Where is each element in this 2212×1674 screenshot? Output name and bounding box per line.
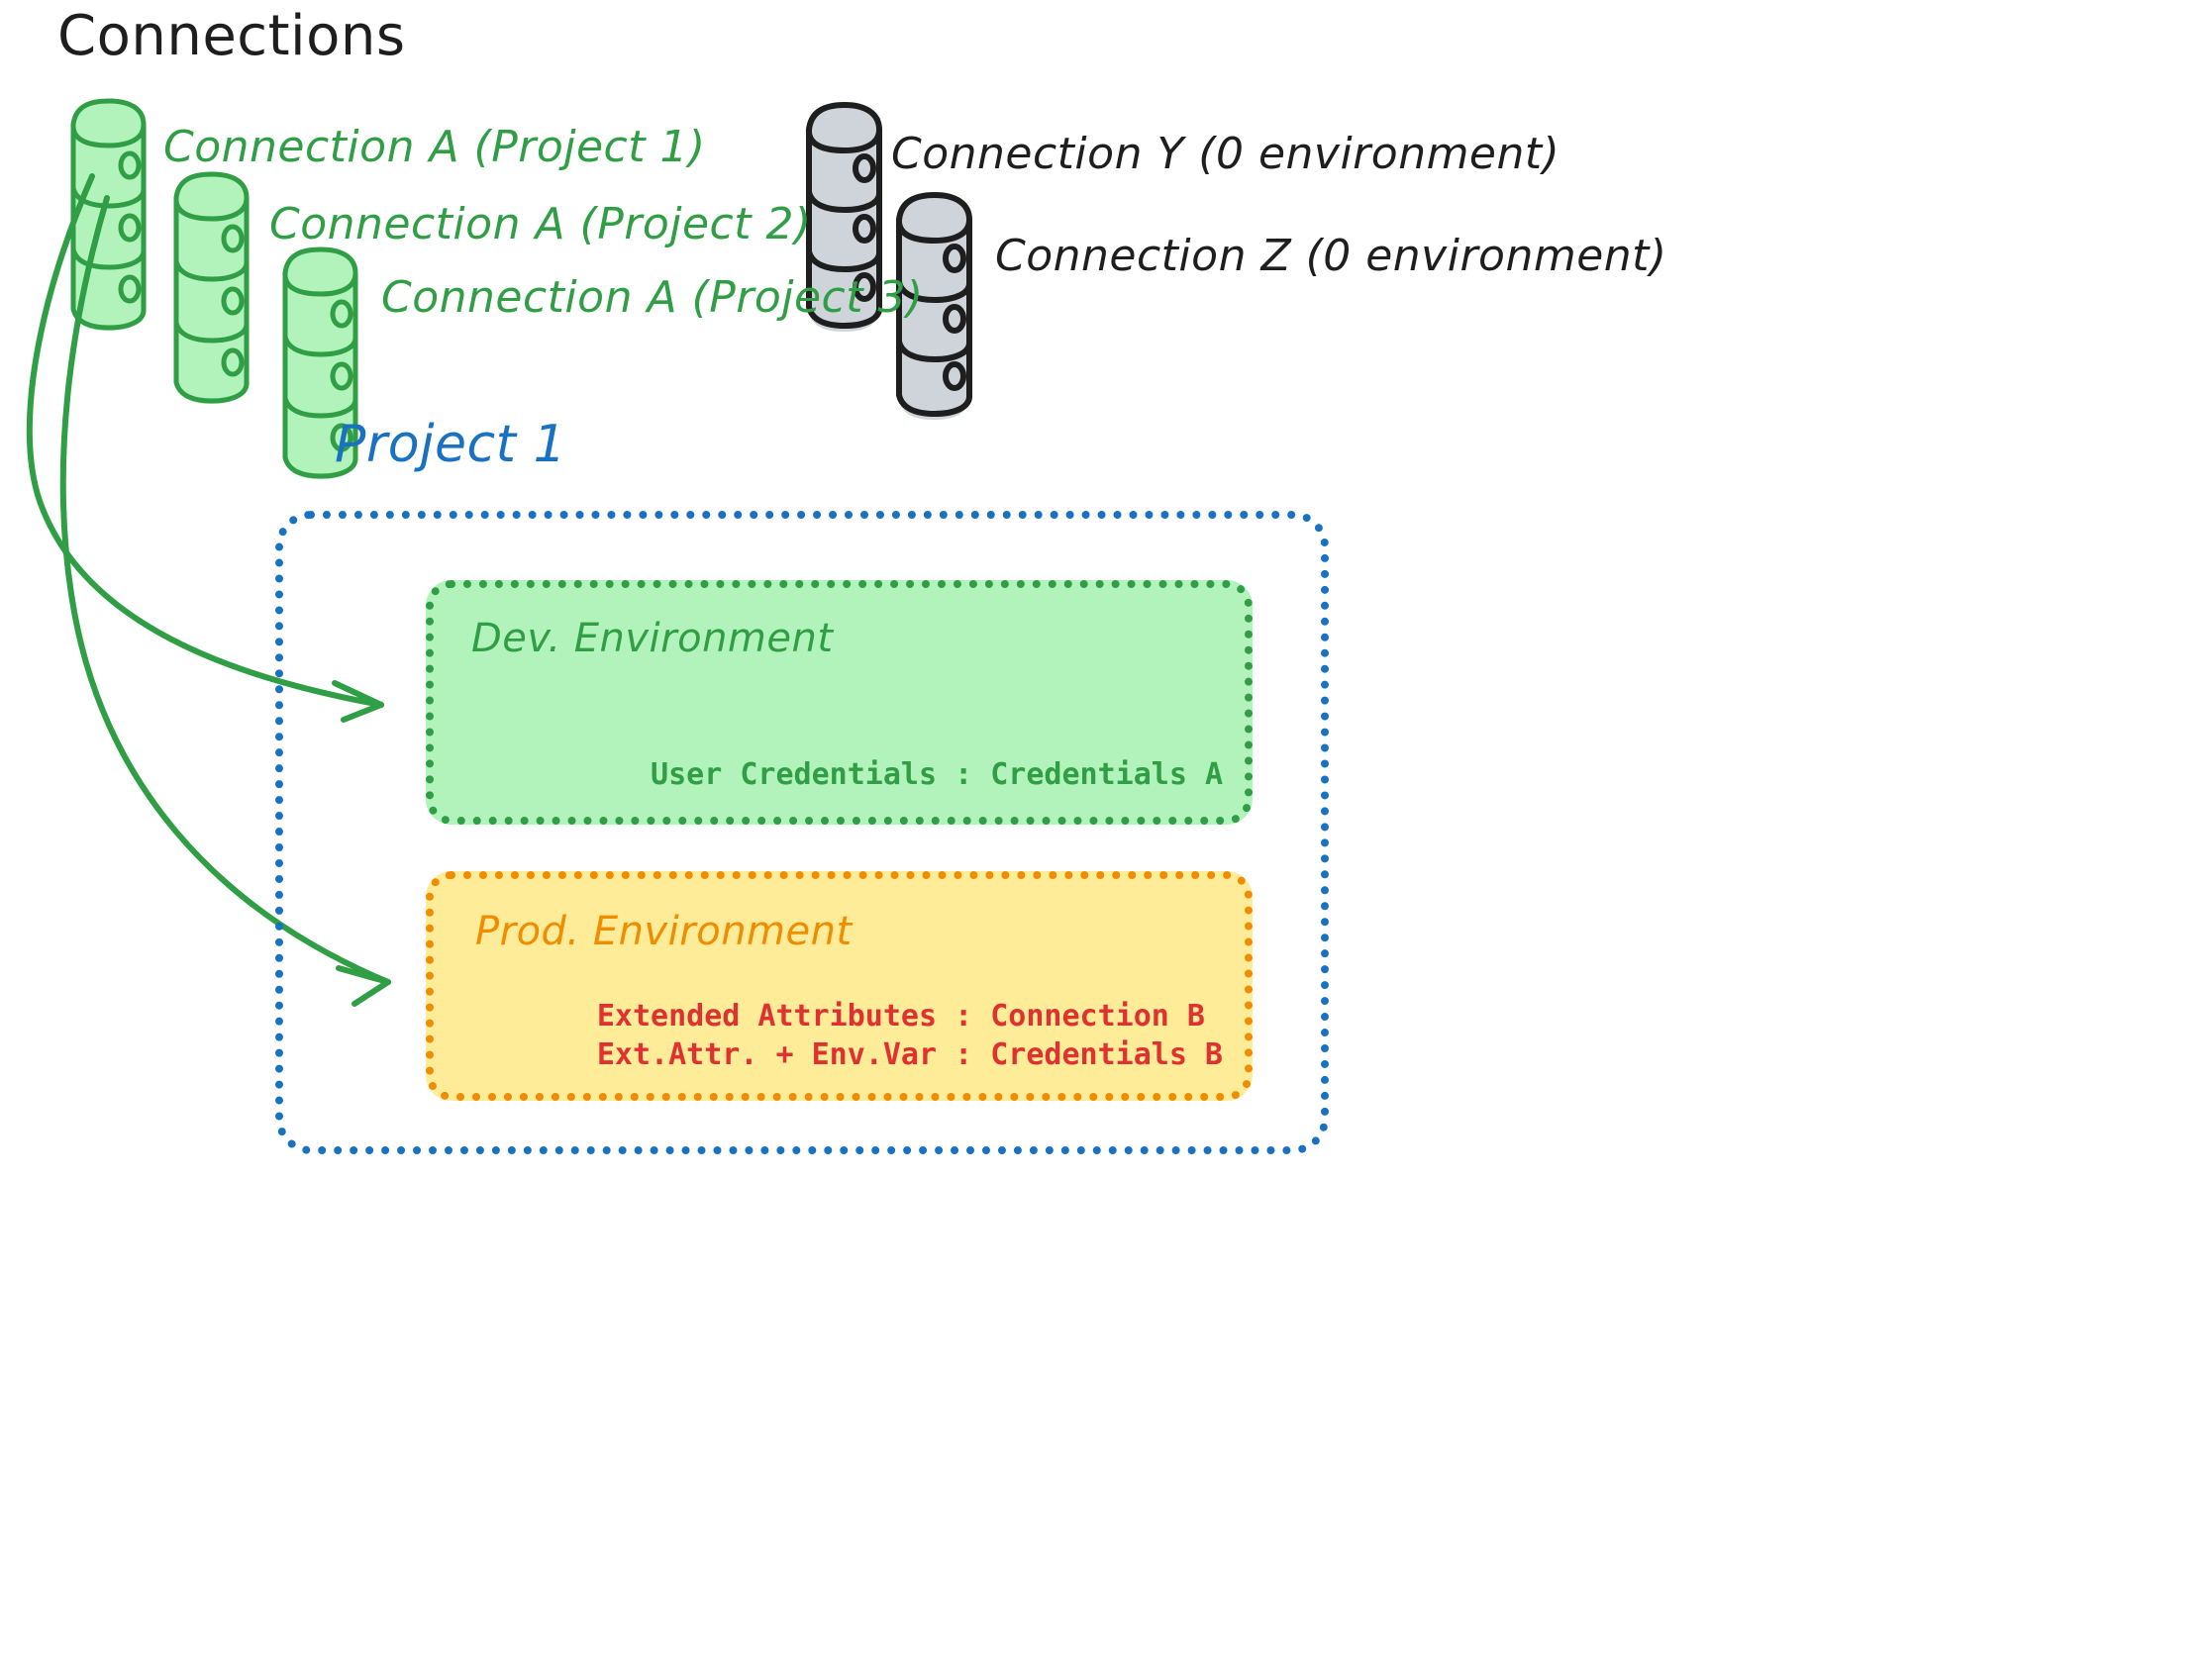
database-icon-connection-y	[806, 102, 882, 332]
prod-environment-box: Prod. Environment Extended Attributes : …	[426, 871, 1253, 1101]
page-title: Connections	[57, 4, 406, 68]
arrow-connection-a-to-prod	[59, 195, 391, 1007]
prod-row-extended-attributes: Extended Attributes : Connection B	[596, 998, 1205, 1034]
project-1-container	[275, 511, 1329, 1154]
arrow-connection-a-to-dev	[26, 173, 384, 723]
project-title: Project 1	[335, 415, 567, 474]
dev-environment-rows: User Credentials : Credentials A	[651, 755, 1223, 795]
database-icon-connection-z	[896, 192, 972, 420]
prod-environment-rows: Extended Attributes : Connection B Ext.A…	[597, 997, 1223, 1075]
dev-row-user-credentials: User Credentials : Credentials A	[651, 757, 1223, 793]
connection-label-a-project-1: Connection A (Project 1)	[163, 122, 706, 172]
database-icon-connection-a-project-3	[282, 246, 358, 479]
connection-label-y: Connection Y (0 environment)	[891, 129, 1560, 179]
database-icon-connection-a-project-2	[173, 171, 250, 404]
connection-label-z: Connection Z (0 environment)	[995, 231, 1667, 281]
dev-environment-box: Dev. Environment User Credentials : Cred…	[426, 580, 1253, 825]
prod-row-ext-attr-env-var: Ext.Attr. + Env.Var : Credentials B	[596, 1037, 1223, 1073]
connection-label-a-project-2: Connection A (Project 2)	[269, 199, 812, 249]
connection-label-a-project-3: Connection A (Project 3)	[381, 272, 924, 323]
prod-environment-title: Prod. Environment	[475, 909, 853, 954]
dev-environment-title: Dev. Environment	[471, 616, 834, 661]
database-icon-connection-a-project-1	[70, 98, 147, 331]
